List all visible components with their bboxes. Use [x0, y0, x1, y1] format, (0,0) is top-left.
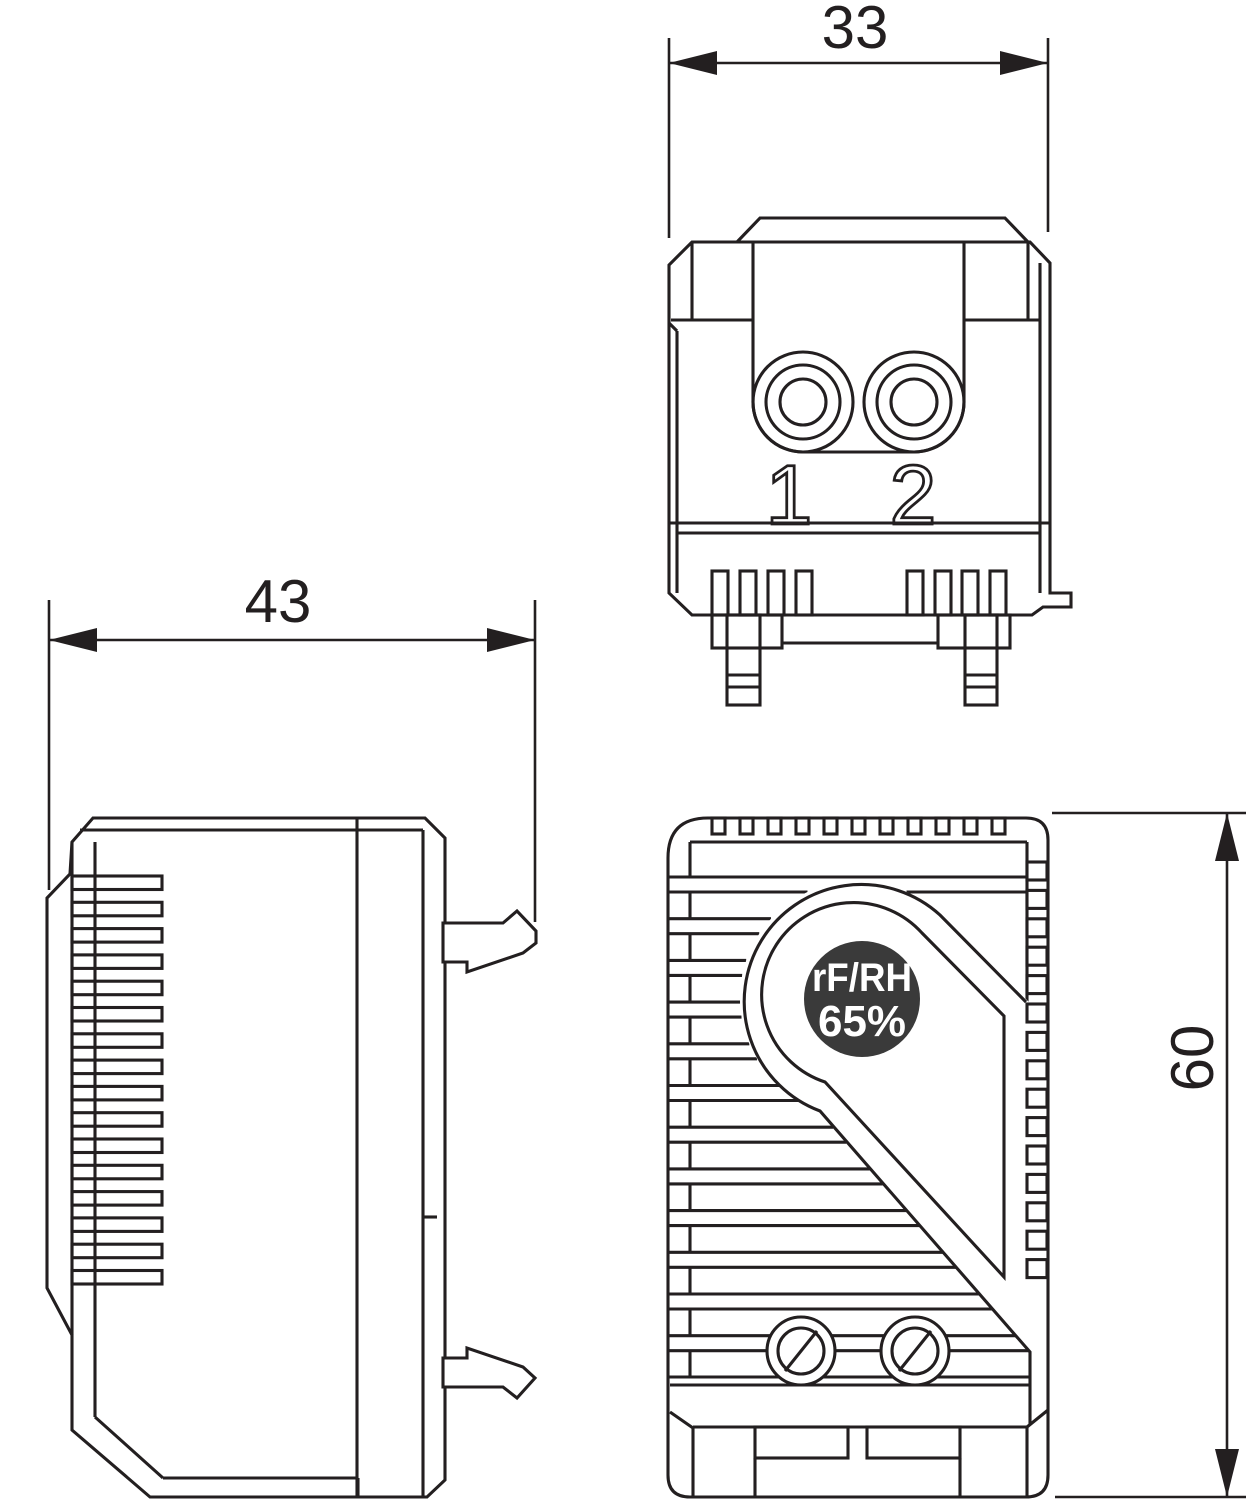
fin-slat: [70, 1242, 164, 1260]
top-view: 1 2: [667, 216, 1073, 707]
terminal-1-inner: [778, 377, 828, 427]
fin-slat: [70, 1268, 164, 1286]
top-vent: [962, 816, 979, 836]
arrowhead-top: [1215, 813, 1239, 861]
fin-slat: [70, 1032, 164, 1049]
fin-slat: [70, 1005, 164, 1023]
front-view: rF/RH 65%: [666, 816, 1050, 1499]
side-view-outline: [45, 816, 447, 1499]
side-vent: [1025, 1087, 1049, 1109]
teardrop-outer: [742, 882, 1032, 1425]
terminal-2-outer: [862, 350, 966, 454]
dimension-60: 60: [1052, 811, 1246, 1499]
fin-slat: [70, 874, 164, 892]
top-vent: [794, 816, 811, 836]
front-view-side-vents: [1025, 860, 1049, 1280]
fin-slat: [70, 1190, 164, 1207]
din-clip-lower: [441, 1345, 538, 1401]
foot-right: [936, 613, 1012, 650]
arrowhead-left: [669, 51, 717, 75]
arrowhead-right: [487, 628, 535, 652]
side-vent: [1025, 1116, 1049, 1138]
side-vent: [1025, 888, 1049, 910]
arrowhead-left: [49, 628, 97, 652]
side-vent: [1025, 945, 1049, 967]
fin-slat: [70, 1111, 164, 1128]
side-view: [45, 816, 538, 1499]
top-vent: [906, 816, 923, 836]
vent-slot: [905, 569, 925, 617]
side-vent: [1025, 1258, 1049, 1280]
top-vent: [766, 816, 783, 836]
side-view-fins: [70, 874, 164, 1286]
front-foot-slot-right: [865, 1425, 962, 1460]
top-vent: [822, 816, 839, 836]
foot-left-leg: [725, 613, 762, 707]
vent-slot: [794, 569, 814, 617]
side-vent: [1025, 1201, 1049, 1223]
top-vent: [850, 816, 867, 836]
badge-label-line1: rF/RH: [812, 956, 912, 1000]
side-vent: [1025, 1059, 1049, 1081]
screw-1-slot: [783, 1330, 819, 1372]
fin-slat: [70, 1084, 164, 1102]
top-view-cap: [733, 216, 1032, 244]
front-view-louvers: [668, 875, 1030, 1379]
side-vent: [1025, 974, 1049, 996]
foot-left: [710, 613, 784, 650]
top-view-inner-left-bevel: [667, 321, 679, 333]
fin-slat: [70, 953, 164, 970]
front-bottom-chamfer-right: [1026, 1408, 1049, 1429]
fin-slat: [70, 1137, 164, 1155]
top-vent: [710, 816, 727, 836]
side-vent: [1025, 860, 1049, 882]
side-vent: [1025, 1172, 1049, 1194]
dimension-43: 43: [47, 568, 537, 922]
fin-slat: [70, 1058, 164, 1076]
terminal-2-label: 2: [890, 448, 937, 542]
terminal-1-label: 1: [766, 448, 813, 542]
top-vent: [878, 816, 895, 836]
fin-slat: [70, 979, 164, 997]
side-vent: [1025, 1229, 1049, 1251]
side-view-bottom-chamfer-inner: [93, 1415, 165, 1480]
front-view-top-vents: [710, 816, 1007, 836]
screw-2-head: [890, 1326, 940, 1376]
din-clip-upper: [441, 908, 538, 975]
side-vent: [1025, 1002, 1049, 1024]
foot-right-leg: [963, 613, 999, 707]
screw-1-head: [776, 1326, 826, 1376]
arrowhead-right: [1000, 51, 1048, 75]
side-vent: [1025, 1030, 1049, 1052]
terminal-1-mid: [764, 363, 842, 441]
front-foot-slot-left: [753, 1425, 850, 1460]
dimension-33: 33: [667, 0, 1050, 238]
terminal-2-mid: [875, 363, 953, 441]
dim-label-60: 60: [1159, 1025, 1226, 1092]
fin-slat: [70, 927, 164, 944]
side-vent: [1025, 917, 1049, 939]
terminal-1-outer: [751, 350, 855, 454]
arrowhead-bottom: [1215, 1449, 1239, 1497]
fin-slat: [70, 1216, 164, 1233]
front-bottom-chamfer-left: [669, 1410, 694, 1430]
dim-label-33: 33: [822, 0, 889, 61]
dim-label-43: 43: [245, 568, 312, 635]
top-vent: [738, 816, 755, 836]
side-vent: [1025, 1144, 1049, 1166]
top-vent: [990, 816, 1007, 836]
humidity-badge: [804, 941, 920, 1057]
top-vent: [934, 816, 951, 836]
fin-slat: [70, 1163, 164, 1181]
badge-label-line2: 65%: [818, 997, 906, 1046]
terminal-2-inner: [889, 377, 939, 427]
fin-slat: [70, 900, 164, 918]
screw-2-slot: [897, 1330, 933, 1372]
